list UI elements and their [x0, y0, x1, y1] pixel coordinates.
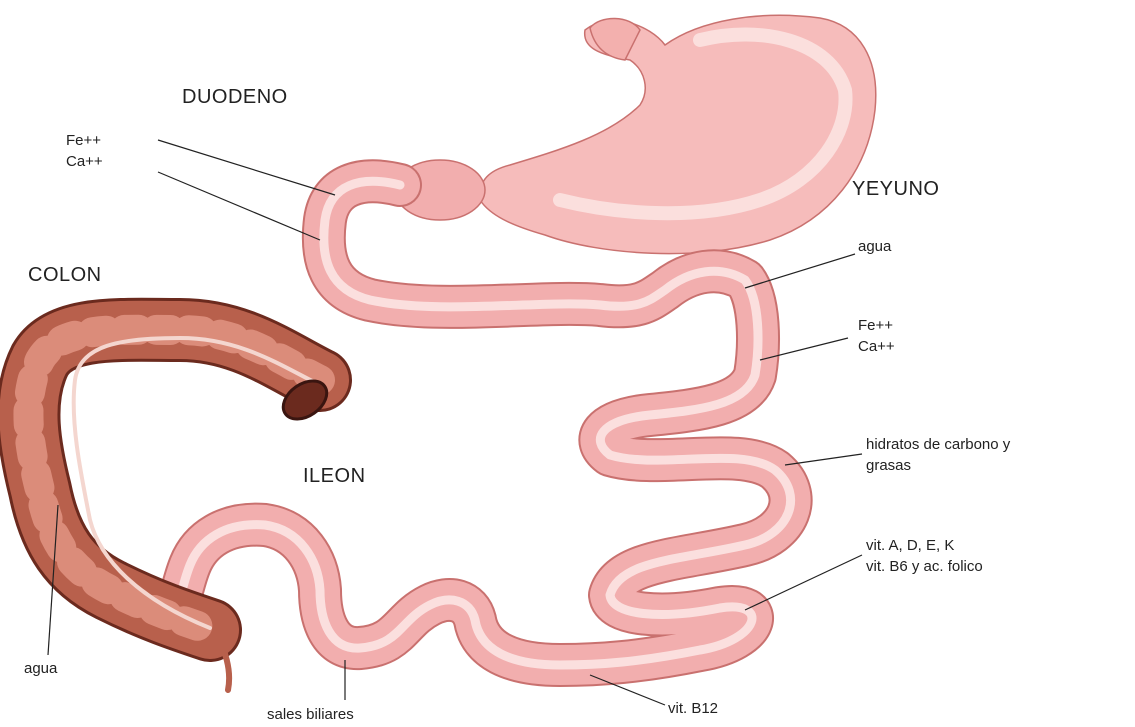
label-colon: COLON: [28, 264, 102, 287]
label-yeyuno-minerals: Fe++ Ca++: [858, 315, 895, 357]
leader-vitaminas: [745, 555, 862, 610]
leader-hidratos: [785, 454, 862, 465]
label-sales-biliares: sales biliares: [267, 704, 354, 725]
intestine-tube-fill: [170, 181, 791, 665]
label-vit-b12: vit. B12: [668, 698, 718, 719]
label-vitaminas-line2: vit. B6 y ac. folico: [866, 556, 983, 577]
label-duodeno-ca: Ca++: [66, 151, 103, 172]
label-yeyuno: YEYUNO: [852, 178, 939, 201]
label-duodeno-minerals: Fe++ Ca++: [66, 130, 103, 172]
label-yeyuno-agua: agua: [858, 236, 891, 257]
label-ileon: ILEON: [303, 465, 366, 488]
small-intestine: [170, 181, 791, 665]
label-vitaminas-line1: vit. A, D, E, K: [866, 535, 983, 556]
label-hidratos-line1: hidratos de carbono y: [866, 434, 1010, 455]
label-hidratos-line2: grasas: [866, 455, 1010, 476]
label-duodeno-fe: Fe++: [66, 130, 103, 151]
label-duodeno: DUODENO: [182, 86, 288, 109]
label-colon-agua: agua: [24, 658, 57, 679]
label-yeyuno-ca: Ca++: [858, 336, 895, 357]
stomach: [395, 15, 876, 253]
label-vitaminas: vit. A, D, E, K vit. B6 y ac. folico: [866, 535, 983, 577]
label-yeyuno-fe: Fe++: [858, 315, 895, 336]
leader-duodeno-fe: [158, 140, 335, 195]
label-hidratos: hidratos de carbono y grasas: [866, 434, 1010, 476]
